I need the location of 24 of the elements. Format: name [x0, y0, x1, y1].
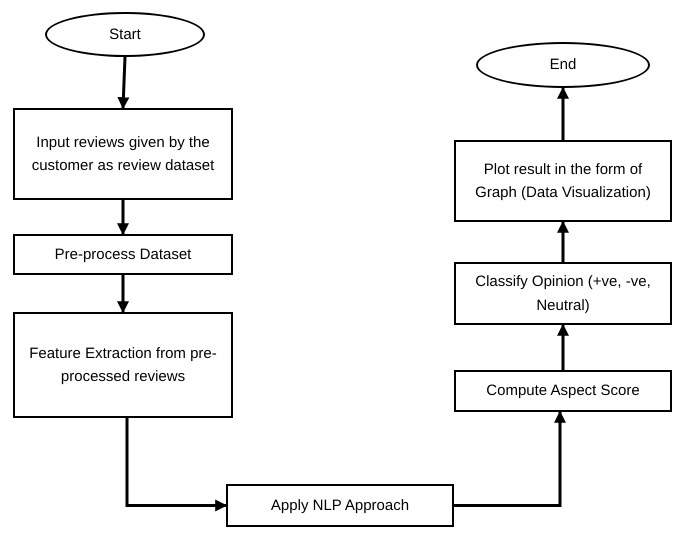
process-box	[454, 370, 672, 412]
process-box	[454, 140, 672, 222]
arrow	[117, 275, 129, 314]
node-text: Start	[109, 24, 141, 45]
node-text: Classify Opinion (+ve, -ve, Neutral)	[474, 272, 652, 316]
node-text: Pre-process Dataset	[54, 244, 192, 265]
node-text: Input reviews given by the customer as review dataset	[30, 132, 216, 176]
node-text: Plot result in the form of Graph (Data Visualization)	[474, 160, 652, 203]
arrow	[557, 86, 569, 140]
process-box	[13, 108, 233, 200]
node-text: End	[550, 55, 576, 76]
arrow	[126, 418, 228, 512]
node-text: Apply NLP Approach	[270, 496, 410, 516]
arrow	[454, 410, 566, 507]
node-text: Compute Aspect Score	[486, 381, 640, 402]
node-text: Feature Extraction from pre-processed reviews	[28, 344, 218, 387]
arrow	[117, 56, 130, 110]
process-box	[454, 262, 672, 325]
arrow	[557, 324, 569, 370]
process-box	[226, 484, 454, 527]
process-box	[13, 234, 233, 275]
arrow	[557, 220, 569, 262]
arrow	[117, 200, 129, 236]
process-box	[13, 312, 233, 418]
